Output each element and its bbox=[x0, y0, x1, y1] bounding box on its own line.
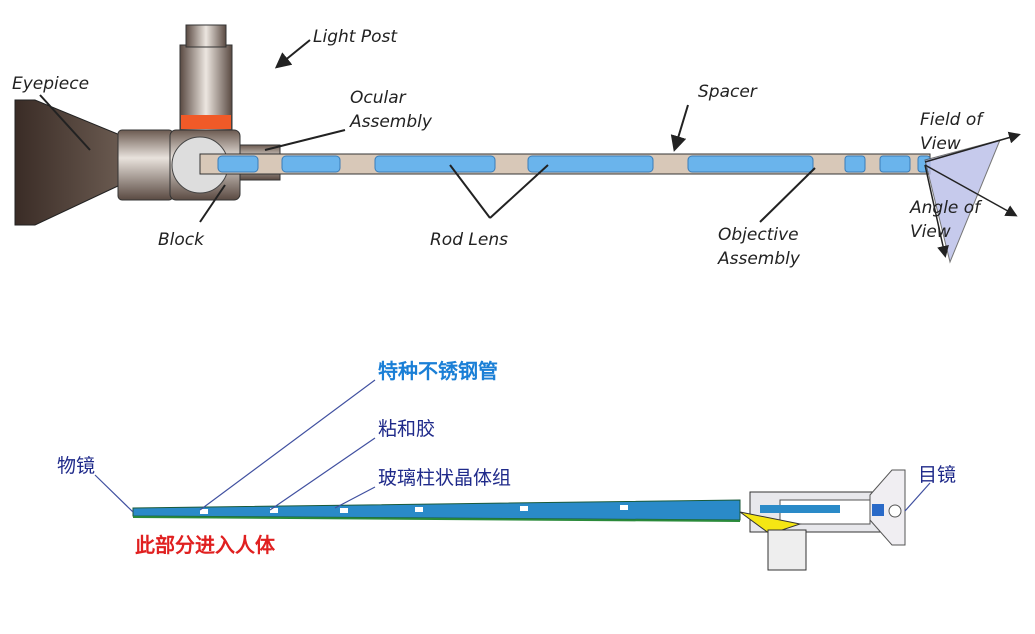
label-objective-lens: 物镜 bbox=[57, 455, 95, 477]
label-rod-lens: Rod Lens bbox=[430, 230, 508, 250]
label-objective-1: Objective bbox=[718, 225, 799, 245]
rod-lenses bbox=[217, 155, 931, 173]
label-ocular-2: Assembly bbox=[349, 112, 433, 132]
label-eyepiece: Eyepiece bbox=[12, 74, 89, 94]
light-post-connector bbox=[767, 529, 807, 571]
rigid-endoscope-illustration: Light Post Eyepiece Ocular Assembly Spac… bbox=[12, 24, 1021, 269]
label-field-1: Field of bbox=[920, 110, 985, 130]
label-eyepiece-cn: 目镜 bbox=[918, 464, 956, 486]
eyepiece-cone bbox=[14, 99, 121, 226]
label-light-post: Light Post bbox=[313, 27, 398, 47]
label-steel-tube: 特种不锈钢管 bbox=[378, 359, 498, 383]
field-of-view-cone bbox=[924, 139, 1001, 264]
label-ocular-1: Ocular bbox=[350, 88, 407, 108]
label-field-2: View bbox=[920, 134, 961, 154]
label-enters-body: 此部分进入人体 bbox=[135, 533, 276, 557]
label-objective-2: Assembly bbox=[717, 249, 801, 269]
label-spacer: Spacer bbox=[698, 82, 758, 102]
label-adhesive: 粘和胶 bbox=[378, 418, 435, 440]
label-angle-1: Angle of bbox=[909, 198, 983, 218]
label-glass-rods: 玻璃柱状晶体组 bbox=[378, 467, 511, 489]
eyepiece-ring bbox=[117, 129, 174, 201]
glass-rod-gaps bbox=[200, 505, 628, 514]
light-post-red-band bbox=[181, 115, 231, 129]
light-guide-yellow bbox=[739, 511, 802, 535]
eyepiece-funnel bbox=[869, 469, 906, 546]
endoscope-cross-section: 特种不锈钢管 粘和胶 玻璃柱状晶体组 物镜 目镜 此部分进入人体 bbox=[57, 359, 956, 571]
label-angle-2: View bbox=[910, 222, 951, 242]
label-block: Block bbox=[158, 230, 205, 250]
